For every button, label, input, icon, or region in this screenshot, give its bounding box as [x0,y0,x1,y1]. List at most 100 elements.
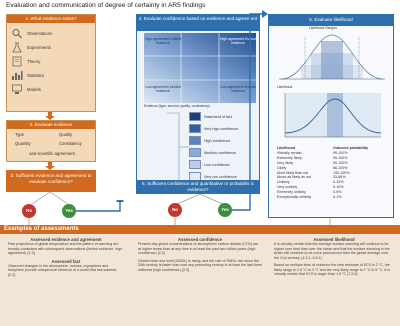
term: Very likely [277,160,294,165]
example-text: Past projections of global temperature a… [8,242,123,255]
evidence-label: Statistics [27,73,45,78]
table-row: Exceptionally unlikely 0-1% [277,195,391,200]
flow-arrow [45,112,55,120]
example-column-2: Assessed confidence Present-day global c… [138,237,262,272]
table-row: Very likely 90-100% [277,161,391,166]
example-text: Global mean sea level (GMSL) is rising, … [138,258,262,272]
legend-statement-of-fact: Statement of fact [189,112,232,121]
evidence-item-models: Models [11,83,41,96]
term: Extremely unlikely [277,190,306,195]
computer-icon [12,84,22,94]
flow-arrow-to-step4 [76,200,124,212]
step1-heading: 1. What evidence exists? [7,15,95,23]
step5-heading: 5. Sufficient confidence and quantitativ… [136,180,260,194]
legend-label: Low confidence [204,162,230,167]
step4-box: 4. Evaluate confidence based on evidence… [136,14,260,194]
evidence-label: Theory [27,59,41,64]
example-text: Observed changes in the atmosphere, ocea… [8,263,118,277]
chart2-label: Likelihood [277,85,293,89]
step5-no-circle: No [168,203,182,217]
probability: 95-100% [333,155,348,160]
confidence-matrix [144,33,256,103]
example-text: Based on multiple lines of evidence the … [274,263,391,276]
legend-swatch [189,148,201,157]
table-row: Very unlikely 0-10% [277,185,391,190]
examples-section: Examples of assessments Assessed evidenc… [0,225,400,326]
criterion-quality: Quality [59,132,73,137]
table-row: More likely than not >50-100% [277,171,391,176]
likelihood-ranges-chart [279,34,385,80]
example-title: Assessed confidence [178,237,222,242]
legend-label: Very high confidence [204,126,239,131]
term: Likely [277,165,287,170]
confidence-legend: Statement of fact Very high confidence H… [189,112,259,192]
legend-label: Very low confidence [204,174,237,179]
legend-high: High confidence [189,136,230,145]
term: Very unlikely [277,185,298,190]
magnifier-icon [12,29,22,39]
table-header-probability: Outcome probability [333,146,368,150]
probability: 0-10% [333,185,344,190]
term: Exceptionally unlikely [277,195,312,200]
matrix-cell-low-robust: Low agreement Robust evidence [220,85,256,93]
legend-medium: Medium confidence [189,148,236,157]
step2-box: 2. Evaluate evidence Type Quality Quanti… [6,120,96,162]
term: About as likely as not [277,175,311,180]
example-column-1: Assessed evidence and agreement Past pro… [8,237,124,277]
step6-heading: 6. Evaluate likelihood [269,15,393,26]
probability: 66-100% [333,165,348,170]
example-title: Assessed likelihood [313,237,355,242]
term: Extremely likely [277,155,302,160]
example-text: Present-day global concentrations of atm… [138,242,259,255]
probability: 0-1% [333,195,342,200]
example-column-3: Assessed likelihood It is virtually cert… [274,237,394,277]
legend-swatch [189,160,201,169]
table-row: Virtually certain 99-100% [277,151,391,156]
evidence-label: Observations [27,31,53,36]
step6-box: 6. Evaluate likelihood Likelihood Ranges… [268,14,394,218]
criterion-quantity: Quantity [15,141,31,146]
step4-heading: 4. Evaluate confidence based on evidence… [137,15,259,31]
step3-no-circle: No [22,204,36,218]
legend-swatch [189,112,201,121]
matrix-cell-high-robust: High agreement Robust evidence [220,37,256,45]
step1-box: 1. What evidence exists? Observations Ex… [6,14,96,112]
bar-chart-icon [12,71,23,80]
legend-low: Low confidence [189,160,230,169]
probability: 99-100% [333,150,348,155]
book-icon [12,56,22,67]
probability: 33-66% [333,175,346,180]
example-title: Assessed fact [51,258,81,264]
example-text: It is virtually certain that the average… [274,242,390,260]
legend-bracket [167,112,189,182]
term: Virtually certain [277,150,302,155]
table-header-likelihood: Likelihood [277,146,295,150]
criterion-consistency: Consistency [59,141,82,146]
legend-very-high: Very high confidence [189,124,238,133]
step3-heading: 3. Sufficient evidence and agreement to … [6,170,96,192]
step5-yes-circle: Yes [218,203,232,217]
term: More likely than not [277,170,309,175]
table-row: Likely 66-100% [277,166,391,171]
probability: 0-33% [333,180,344,185]
likelihood-chart [284,93,382,138]
criterion-agreement: and scientific agreement [29,151,75,156]
flow-arrow-to-step6 [232,10,268,211]
legend-swatch [189,124,201,133]
likelihood-table: Likelihood Outcome probability Virtually… [277,146,391,200]
matrix-cell-high-limited: High agreement Limited evidence [145,37,181,45]
matrix-x-axis-label: Evidence (type, amount, quality, consist… [144,104,210,108]
table-row: Extremely likely 95-100% [277,156,391,161]
chart1-label: Likelihood Ranges [309,26,337,30]
matrix-cell-low-limited: Low agreement Limited evidence [145,85,181,93]
example-title: Assessed evidence and agreement [30,237,102,242]
legend-swatch [189,136,201,145]
flow-arrow [45,162,55,170]
criterion-type: Type [15,132,25,137]
legend-label: Statement of fact [204,114,232,119]
evidence-label: Experiments [27,45,51,50]
flask-icon [12,42,22,53]
probability: 90-100% [333,160,348,165]
probability: >50-100% [333,170,350,175]
